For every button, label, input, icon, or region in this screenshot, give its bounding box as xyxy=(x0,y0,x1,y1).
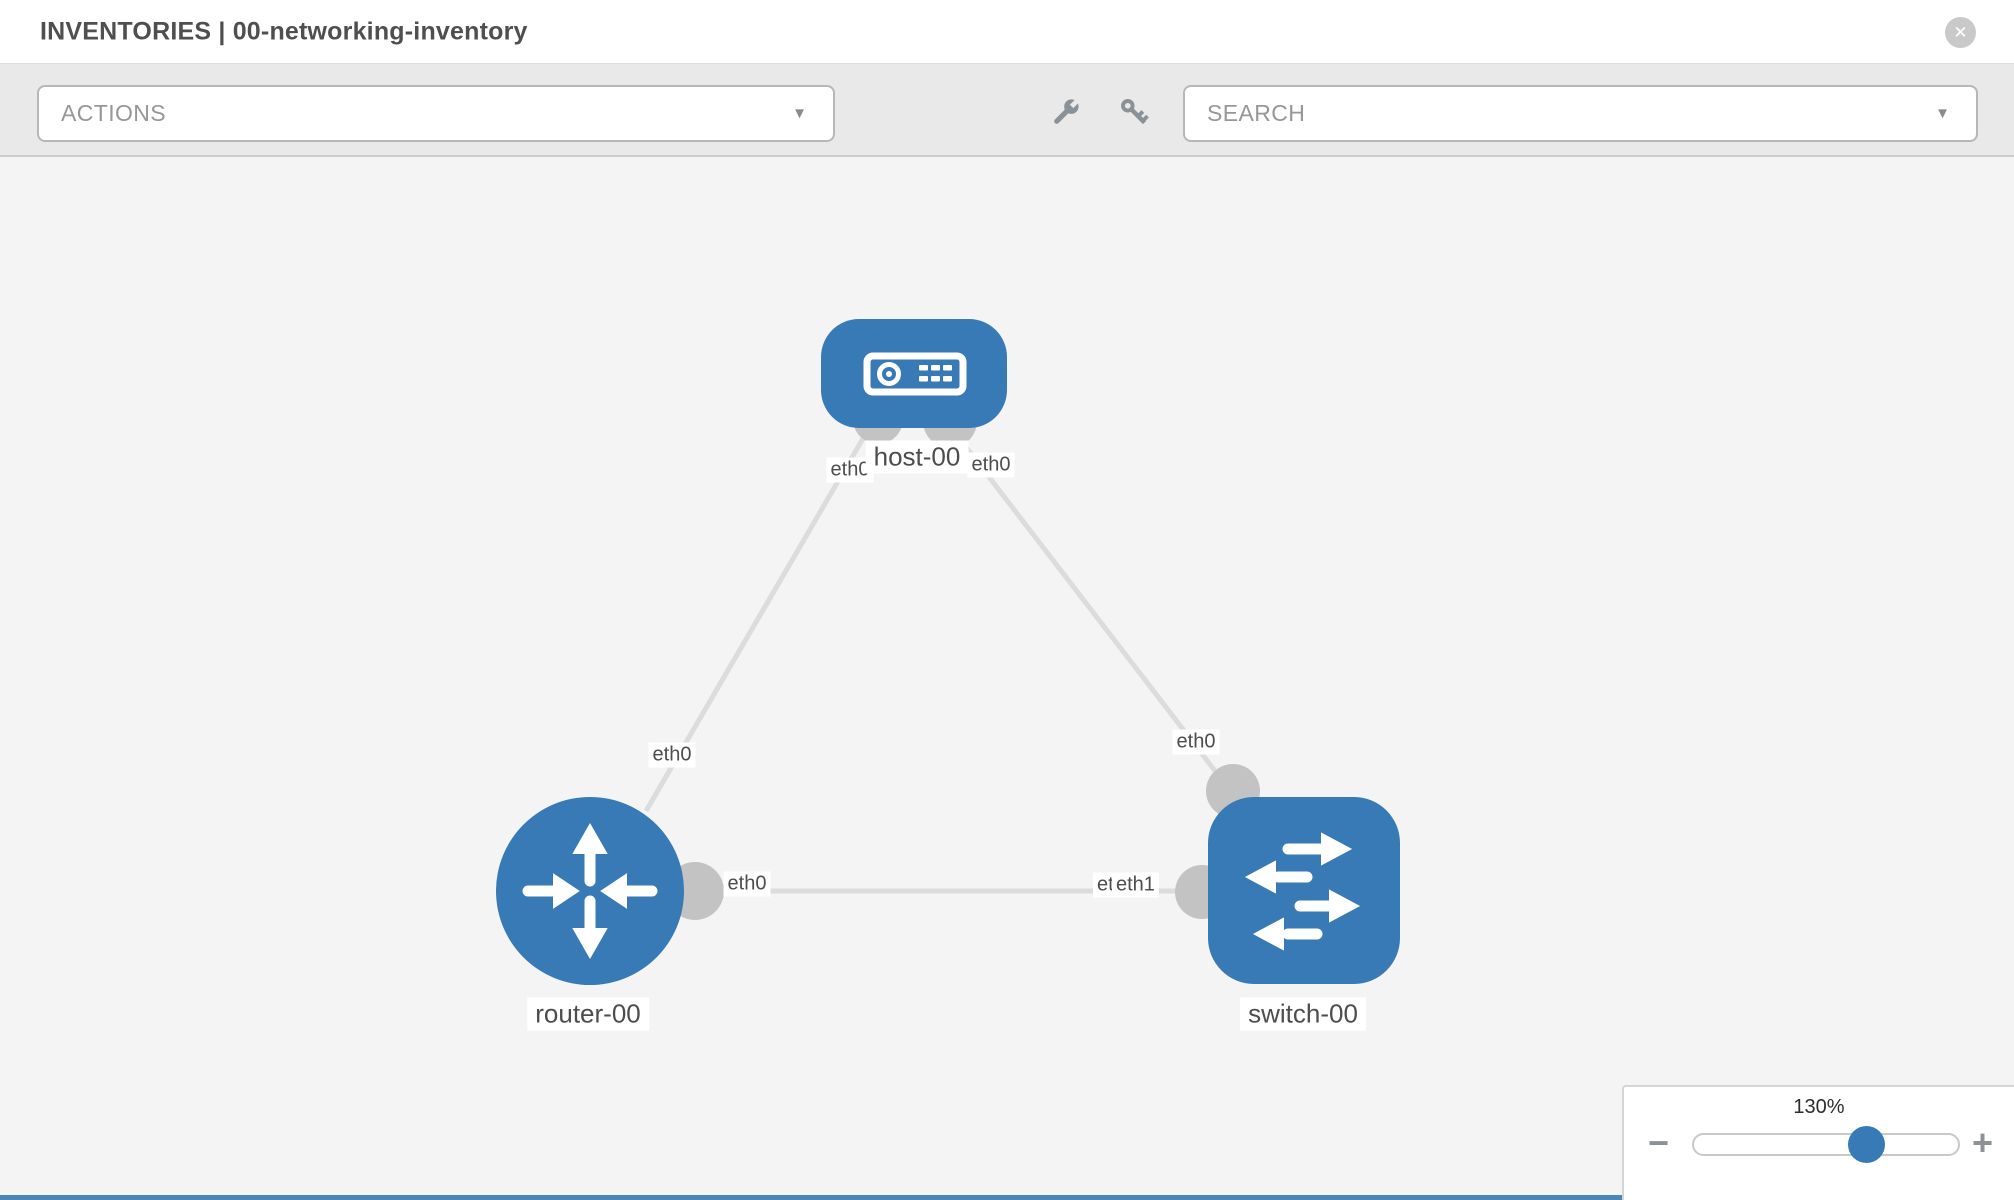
node-label-switch: switch-00 xyxy=(1240,997,1366,1031)
topology-links xyxy=(600,394,1260,920)
zoom-out-icon[interactable]: − xyxy=(1648,1122,1670,1163)
interface-label-router-uplink: eth0 xyxy=(648,742,696,768)
node-switch-00[interactable] xyxy=(1208,797,1400,984)
router-icon xyxy=(522,822,658,960)
switch-icon xyxy=(1244,832,1361,951)
actions-dropdown[interactable]: ACTIONS ▼ xyxy=(37,85,835,142)
topology-canvas[interactable]: host-00 router-00 switch-00 eth0 eth0 et… xyxy=(0,157,2014,1200)
interface-label-host-right: eth0 xyxy=(967,452,1015,478)
interface-label-switch-lan: eth1 xyxy=(1112,872,1159,898)
zoom-in-icon[interactable]: + xyxy=(1972,1122,1994,1163)
actions-dropdown-label: ACTIONS xyxy=(61,100,167,126)
zoom-slider-track[interactable] xyxy=(1692,1126,1960,1163)
zoom-level: 130% xyxy=(1793,1096,1845,1118)
chevron-down-icon: ▼ xyxy=(792,105,807,122)
node-label-router: router-00 xyxy=(527,997,649,1031)
header: INVENTORIES | 00-networking-inventory ✕ xyxy=(0,0,2014,63)
search-dropdown[interactable]: SEARCH ▼ xyxy=(1183,85,1978,142)
host-icon xyxy=(863,352,967,396)
configure-button[interactable] xyxy=(1047,95,1083,131)
page-title: INVENTORIES | 00-networking-inventory xyxy=(40,17,528,45)
toolbar: ACTIONS ▼ SEAR xyxy=(0,63,2014,157)
interface-label-switch-uplink: eth0 xyxy=(1172,729,1220,755)
node-host-00[interactable] xyxy=(821,319,1007,428)
interface-label-router-lan: eth0 xyxy=(723,871,771,897)
key-icon xyxy=(1121,99,1149,125)
credentials-button[interactable] xyxy=(1117,95,1153,131)
search-dropdown-label: SEARCH xyxy=(1207,100,1306,126)
wrench-icon xyxy=(1054,98,1080,124)
close-icon[interactable]: ✕ xyxy=(1945,17,1976,48)
zoom-slider-handle[interactable] xyxy=(1848,1126,1885,1163)
node-label-host: host-00 xyxy=(865,440,969,474)
footer-strip xyxy=(0,1195,1632,1200)
node-router-00[interactable] xyxy=(496,797,684,985)
zoom-control-panel: 130% − + xyxy=(1622,1085,2014,1200)
chevron-down-icon: ▼ xyxy=(1935,105,1950,122)
